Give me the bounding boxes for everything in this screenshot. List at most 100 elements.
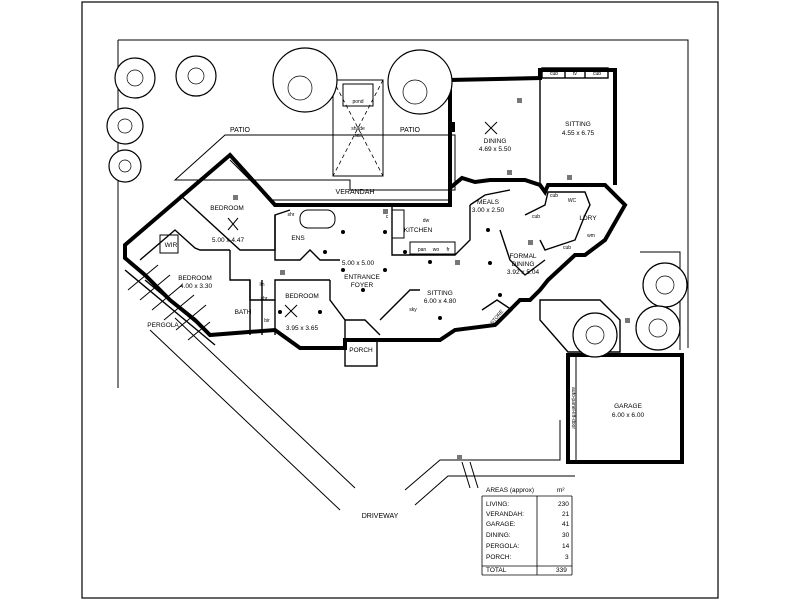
verandah-label: VERANDAH [336,189,375,196]
bedroom3-right-wall [329,280,346,340]
pergola-slats [127,264,211,341]
cub4-label: cub [550,193,558,199]
entrance-label-1: ENTRANCE [344,274,380,281]
kitchen-bench [391,209,405,239]
sitting-mid-dim: 6.00 x 4.80 [424,298,457,305]
lin-label: lin [259,282,264,288]
fixture-markers [233,98,630,460]
driveway-right-edges [404,420,561,491]
ens-label: ENS [291,235,305,242]
sky-label: sky [409,307,417,313]
property-boundary [117,39,689,388]
pergola-outline [124,269,216,346]
cub2-label: cub [593,71,601,77]
area-value-2: 41 [562,521,570,528]
area-total-value: 339 [556,567,567,574]
area-value-1: 21 [562,511,570,518]
foyer-dim: 5.00 x 5.00 [342,260,375,267]
entrance-label-2: FOYER [351,282,374,289]
store-walls [481,299,514,326]
sitting-mid-label: SITTING [427,290,453,297]
area-label-5: PORCH: [486,554,511,561]
pan-label: pan [418,247,427,253]
garage-label: GARAGE [614,403,642,410]
patio-left-label: PATIO [230,127,251,134]
driveway-label: DRIVEWAY [362,513,399,520]
porch-wall [345,319,381,336]
driveway-right-inner [414,475,575,506]
shade-sail-label-1: shade [351,126,365,132]
area-value-3: 30 [562,532,570,539]
light-points [278,228,502,320]
dining-label: DINING [484,138,507,145]
sitting-top-label: SITTING [565,121,591,128]
pond-label: pond [352,99,363,105]
formal-dining-walls [499,229,546,276]
sitting-left-wall [379,289,420,321]
shr1-label: shr [288,212,295,218]
wir-rail [159,234,179,254]
garage-door [567,354,577,463]
bathtub [299,209,336,229]
c-label: c [386,214,389,220]
porch-box [344,339,378,367]
trees [106,47,688,358]
bedroom3-dim: 3.95 x 3.65 [286,325,319,332]
wo-label: wo [433,247,440,253]
meals-dim: 3.00 x 2.50 [472,207,505,214]
wc-label: WC [568,198,577,204]
pergola-label: PERGOLA [147,322,179,329]
formal-dining-dim: 3.92 x 5.04 [507,269,540,276]
tv-label: tv [573,71,577,77]
bedroom2-label: BEDROOM [178,275,212,282]
laundry-wc-walls [524,191,591,251]
dw-label: dw [423,218,430,224]
sitting-top-dim: 4.55 x 6.75 [562,130,595,137]
area-value-4: 14 [562,543,570,550]
wm-label: wm [587,233,595,239]
cub3-label: cub [532,214,540,220]
area-total-label: TOTAL [486,567,507,574]
patio-slab [173,134,456,191]
cub-tv-unit [541,67,609,79]
bath-label: BATH [235,309,252,316]
shade-sail-area [332,79,384,177]
cub5-label: cub [563,245,571,251]
patio-right-label: PATIO [400,127,421,134]
meals-wall [469,189,511,206]
ceiling-fan-icons [227,121,498,318]
garage-dim: 6.00 x 6.00 [612,412,645,419]
ens-walls [274,215,340,261]
formal-dining-label-2: DINING [512,261,535,268]
pond-shape [342,83,374,107]
area-label-4: PERGOLA: [486,543,519,550]
shr2-label: shr [261,296,268,302]
cub-tv-dividers [564,68,586,78]
bedroom1-label: BEDROOM [210,205,244,212]
porch-label: PORCH [349,347,373,354]
driveway-left-edges [149,317,356,511]
building-outline [123,152,628,350]
garage-link [539,299,621,353]
area-label-3: DINING: [486,532,511,539]
area-label-1: VERANDAH: [486,511,524,518]
shade-sail-label-2: sail [354,133,362,139]
kitchen-label: KITCHEN [404,227,433,234]
bedroom3-label: BEDROOM [285,293,319,300]
bir-label: bir [264,318,270,324]
bedroom2-dim: 4.00 x 3.30 [180,283,213,290]
formal-dining-label-1: FORMAL [509,253,536,260]
dining-dim: 4.69 x 5.50 [479,146,512,153]
bedroom1-dim: 5.00 x 4.47 [212,237,245,244]
wir-label: WIR [165,242,178,249]
upper-wing-walls [448,68,617,188]
wir-walls [139,229,230,261]
kitchen-pantry [409,241,456,255]
garage-door-label: auto-panel-lift-door [570,387,576,429]
meals-label: MEALS [477,199,500,206]
areas-table: AREAS (approx) m² LIVING: 230 VERANDAH: … [481,487,573,576]
area-value-0: 230 [558,501,569,508]
areas-unit: m² [557,487,565,494]
page-frame [81,1,719,599]
